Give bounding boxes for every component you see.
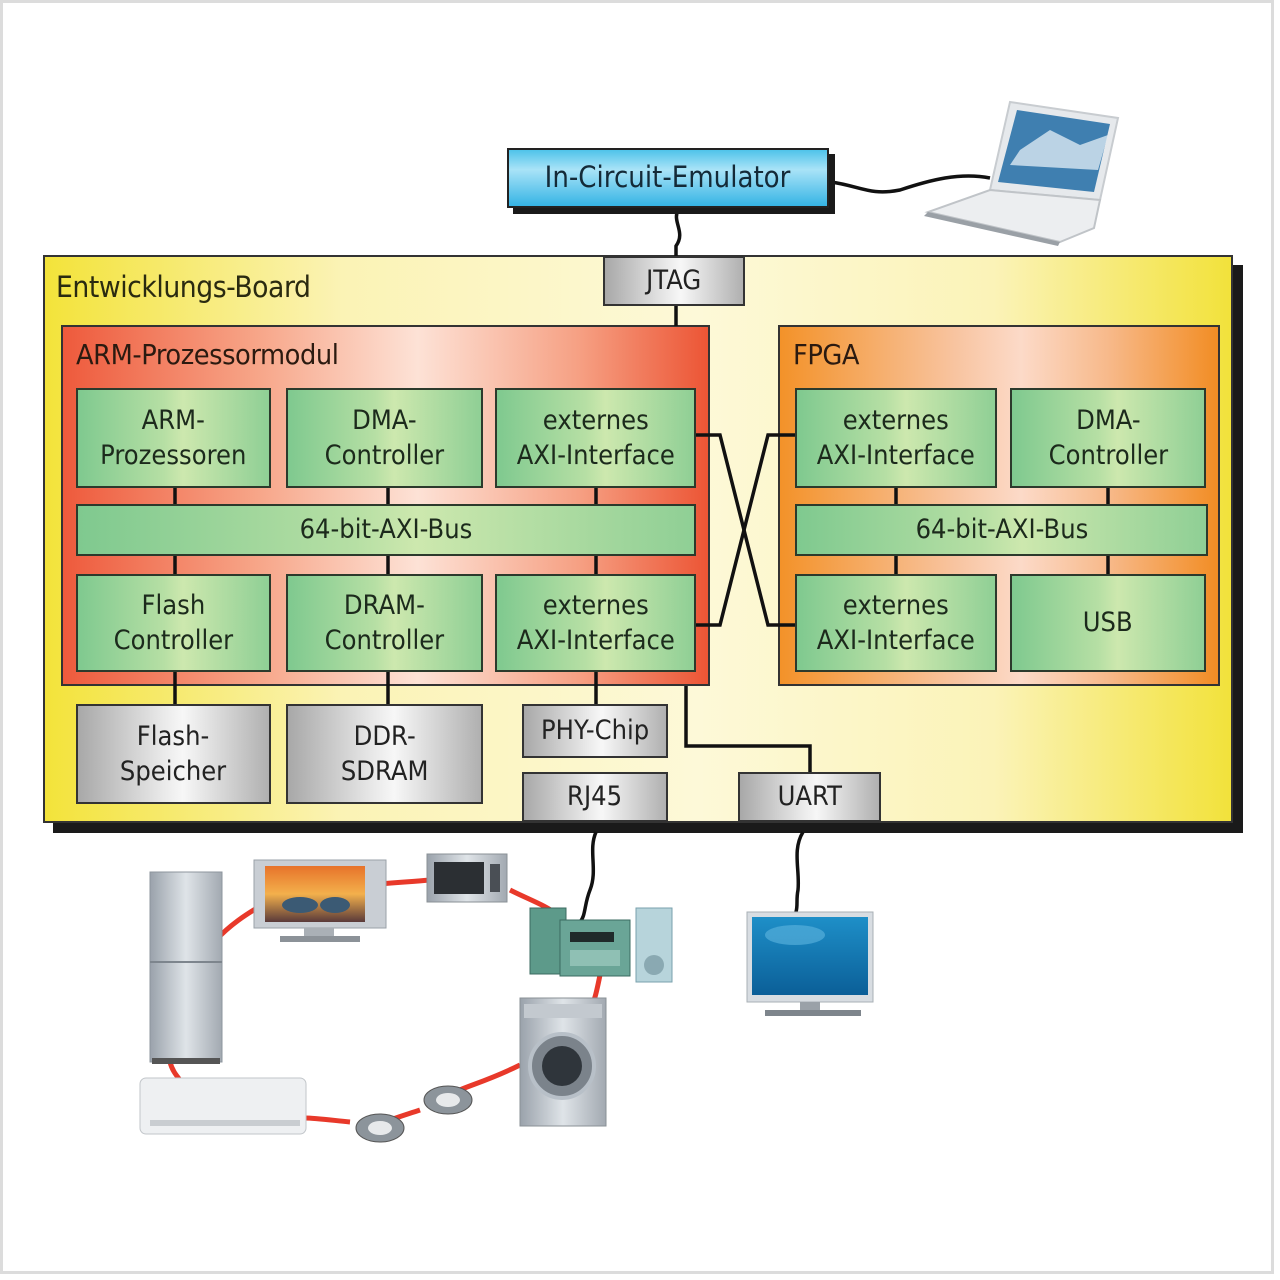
ddr-sdram-box: DDR- SDRAM xyxy=(286,704,483,804)
dram-controller-label: DRAM- Controller xyxy=(324,589,445,656)
arm-axi-bus-label: 64-bit-AXI-Bus xyxy=(299,514,473,546)
flash-memory-label: Flash- Speicher xyxy=(120,720,227,787)
fpga-dma-controller-label: DMA- Controller xyxy=(1048,404,1168,471)
fpga-axi-bus-label: 64-bit-AXI-Bus xyxy=(915,514,1088,546)
phy-chip-box: PHY-Chip xyxy=(522,704,668,758)
fpga-axi-bus: 64-bit-AXI-Bus xyxy=(795,504,1208,556)
fpga-axi-interface-bottom-box: externes AXI-Interface xyxy=(795,574,997,672)
arm-axi-interface-bottom-box: externes AXI-Interface xyxy=(495,574,696,672)
in-circuit-emulator-box: In-Circuit-Emulator xyxy=(507,148,829,208)
uart-box: UART xyxy=(738,772,881,822)
arm-module-title: ARM-Prozessormodul xyxy=(76,338,339,371)
fpga-axi-interface-bottom-label: externes AXI-Interface xyxy=(816,589,976,656)
arm-axi-interface-top-box: externes AXI-Interface xyxy=(495,388,696,488)
arm-processors-box: ARM- Prozessoren xyxy=(76,388,271,488)
flash-controller-box: Flash Controller xyxy=(76,574,271,672)
arm-dma-controller-box: DMA- Controller xyxy=(286,388,483,488)
usb-label: USB xyxy=(1083,607,1133,639)
emulator-label: In-Circuit-Emulator xyxy=(545,160,791,195)
phy-chip-label: PHY-Chip xyxy=(540,715,650,747)
rj45-box: RJ45 xyxy=(522,772,668,822)
fpga-axi-interface-top-label: externes AXI-Interface xyxy=(816,404,976,471)
fpga-dma-controller-box: DMA- Controller xyxy=(1010,388,1206,488)
arm-processors-label: ARM- Prozessoren xyxy=(100,404,247,471)
rj45-label: RJ45 xyxy=(567,781,623,813)
uart-label: UART xyxy=(777,781,842,813)
arm-axi-interface-top-label: externes AXI-Interface xyxy=(516,404,675,471)
usb-box: USB xyxy=(1010,574,1206,672)
fpga-axi-interface-top-box: externes AXI-Interface xyxy=(795,388,997,488)
flash-memory-box: Flash- Speicher xyxy=(76,704,271,804)
arm-axi-interface-bottom-label: externes AXI-Interface xyxy=(516,589,675,656)
jtag-label: JTAG xyxy=(646,265,702,297)
ddr-sdram-label: DDR- SDRAM xyxy=(340,720,429,787)
arm-axi-bus: 64-bit-AXI-Bus xyxy=(76,504,696,556)
fpga-title: FPGA xyxy=(793,338,860,371)
board-title: Entwicklungs-Board xyxy=(56,270,311,304)
flash-controller-label: Flash Controller xyxy=(113,589,234,656)
dram-controller-box: DRAM- Controller xyxy=(286,574,483,672)
jtag-box: JTAG xyxy=(603,256,745,306)
arm-dma-controller-label: DMA- Controller xyxy=(324,404,445,471)
